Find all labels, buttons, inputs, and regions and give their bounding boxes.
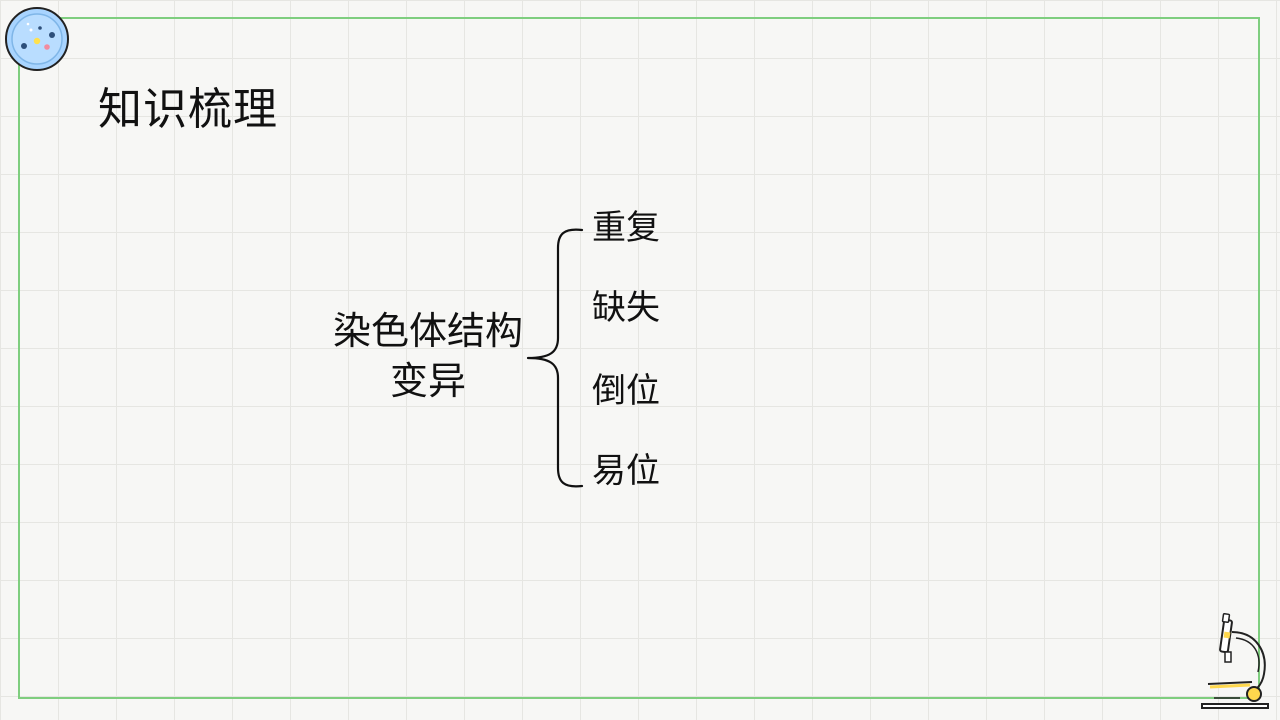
branch-translocation: 易位 — [592, 451, 660, 491]
root-node: 染色体结构 变异 — [316, 306, 540, 406]
root-label-line1: 染色体结构 — [332, 309, 523, 353]
page-title: 知识梳理 — [98, 84, 278, 135]
root-label-line2: 变异 — [389, 359, 466, 403]
microscope-icon — [1201, 613, 1269, 709]
curly-brace — [526, 228, 584, 488]
branch-deletion: 缺失 — [592, 288, 660, 328]
branch-inversion: 倒位 — [592, 371, 660, 411]
slide-frame — [18, 17, 1260, 699]
branch-duplication: 重复 — [592, 208, 660, 248]
petri-dish-icon — [5, 7, 69, 71]
